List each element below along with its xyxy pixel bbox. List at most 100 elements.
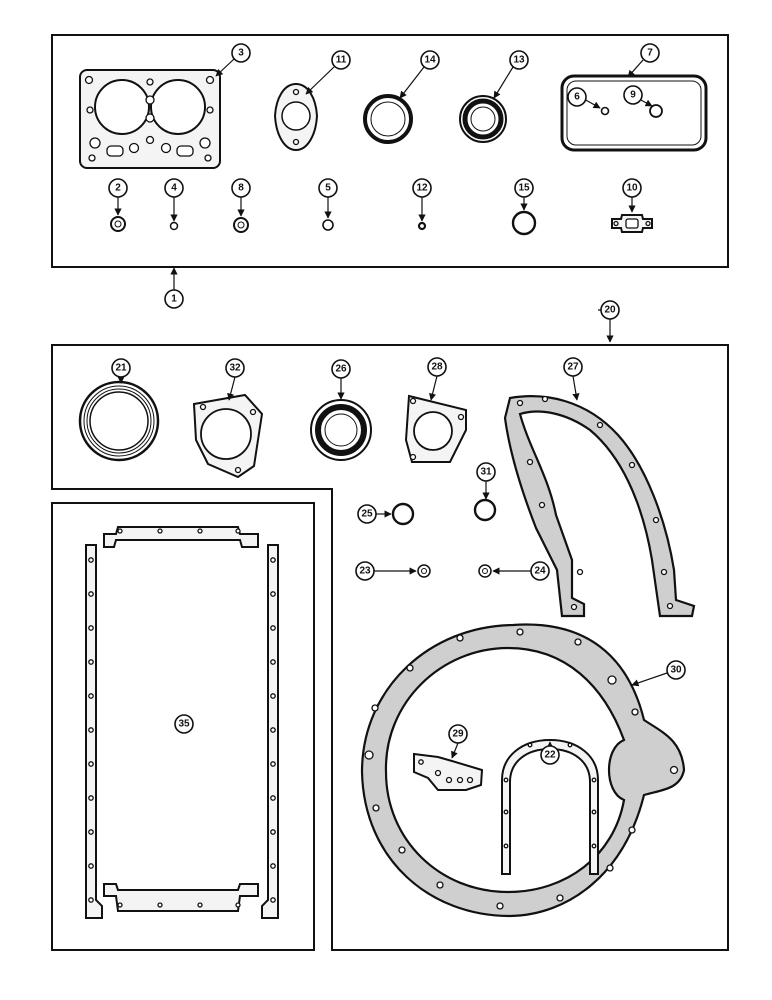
callout-12-label: 12: [416, 183, 428, 194]
callout-6: 6: [567, 87, 587, 107]
callout-24-label: 24: [534, 566, 546, 577]
cylinder-head-gasket: [79, 69, 221, 169]
rocker-cover-gasket: [560, 74, 708, 152]
callout-22: 22: [540, 745, 560, 765]
callout-3: 3: [231, 43, 251, 63]
bolt-hole: [270, 897, 276, 903]
washer-2: [110, 216, 126, 232]
callout-7: 7: [640, 43, 660, 63]
callout-27: 27: [563, 357, 583, 377]
bolt-hole: [88, 693, 94, 699]
callout-14: 14: [420, 50, 440, 70]
callout-21-label: 21: [115, 363, 127, 374]
bolt-hole: [88, 591, 94, 597]
washer-4: [169, 221, 179, 231]
bolt-hole: [88, 727, 94, 733]
callout-2-label: 2: [115, 183, 121, 194]
bracket-gasket-29: [413, 752, 484, 791]
callout-13-label: 13: [513, 55, 525, 66]
callout-9-label: 9: [630, 90, 636, 101]
seal-ring-14: [363, 94, 413, 144]
bolt-hole: [270, 659, 276, 665]
timing-cover-gasket: [503, 395, 696, 618]
flange-gasket: [273, 82, 319, 152]
callout-2: 2: [108, 178, 128, 198]
seal-retainer-gasket: [501, 738, 599, 875]
callout-7-label: 7: [647, 48, 653, 59]
callout-15: 15: [514, 178, 534, 198]
callout-31-label: 31: [480, 467, 492, 478]
callout-4: 4: [164, 178, 184, 198]
callout-29: 29: [448, 724, 468, 744]
callout-21: 21: [111, 358, 131, 378]
callout-24: 24: [530, 561, 550, 581]
callout-35-label: 35: [178, 719, 190, 730]
callout-30: 30: [666, 660, 686, 680]
callout-1-label: 1: [171, 294, 177, 305]
ring-12: [417, 221, 427, 231]
callout-1: 1: [164, 289, 184, 309]
callout-5-label: 5: [325, 183, 331, 194]
callout-4-label: 4: [171, 183, 177, 194]
bolt-hole: [88, 761, 94, 767]
bolt-hole: [88, 829, 94, 835]
callout-11-label: 11: [336, 55, 347, 66]
callout-23-label: 23: [359, 566, 371, 577]
callout-8: 8: [231, 178, 251, 198]
callout-20: 20: [600, 300, 620, 320]
callout-14-label: 14: [424, 55, 436, 66]
callout-27-label: 27: [567, 362, 579, 373]
bolt-hole: [270, 625, 276, 631]
callout-13: 13: [509, 50, 529, 70]
callout-20-label: 20: [604, 305, 616, 316]
callout-3-label: 3: [238, 48, 244, 59]
oil-seal-13: [459, 95, 507, 143]
callout-10: 10: [622, 178, 642, 198]
callout-8-label: 8: [238, 183, 244, 194]
callout-11: 11: [331, 50, 351, 70]
bolt-hole: [270, 591, 276, 597]
callout-28-label: 28: [431, 362, 443, 373]
o-ring-31: [473, 498, 497, 522]
bolt-hole: [88, 557, 94, 563]
callout-23: 23: [355, 561, 375, 581]
callout-15-label: 15: [518, 183, 530, 194]
ring-5: [322, 219, 334, 231]
gasket-28: [404, 394, 467, 463]
callout-32-label: 32: [229, 363, 241, 374]
bolt-hole: [88, 625, 94, 631]
callout-25: 25: [357, 504, 377, 524]
washer-24: [478, 564, 492, 578]
washer-23: [417, 564, 431, 578]
o-ring-15: [511, 210, 537, 236]
manifold-gasket-10: [611, 214, 653, 233]
callout-26: 26: [331, 359, 351, 379]
bolt-hole: [88, 795, 94, 801]
bolt-hole: [88, 863, 94, 869]
bolt-hole: [88, 659, 94, 665]
o-ring-25: [391, 502, 415, 526]
lower-gasket-kit-panel: [51, 344, 729, 951]
callout-5: 5: [318, 178, 338, 198]
callout-9: 9: [623, 85, 643, 105]
flywheel-housing-gasket: [360, 623, 686, 918]
callout-22-label: 22: [544, 750, 556, 761]
washer-8: [233, 217, 249, 233]
callout-35: 35: [174, 714, 194, 734]
oil-pan-gasket-set: [85, 526, 279, 919]
bolt-hole: [270, 829, 276, 835]
oil-seal-26: [310, 399, 372, 461]
bolt-hole: [270, 863, 276, 869]
callout-29-label: 29: [452, 729, 464, 740]
callout-31: 31: [476, 462, 496, 482]
seal-21: [78, 380, 160, 462]
callout-26-label: 26: [335, 364, 347, 375]
bolt-hole: [270, 727, 276, 733]
leader-lines: [114, 58, 668, 759]
callout-10-label: 10: [626, 183, 638, 194]
callout-25-label: 25: [361, 509, 373, 520]
callout-28: 28: [427, 357, 447, 377]
callout-6-label: 6: [574, 92, 580, 103]
bolt-hole: [270, 557, 276, 563]
